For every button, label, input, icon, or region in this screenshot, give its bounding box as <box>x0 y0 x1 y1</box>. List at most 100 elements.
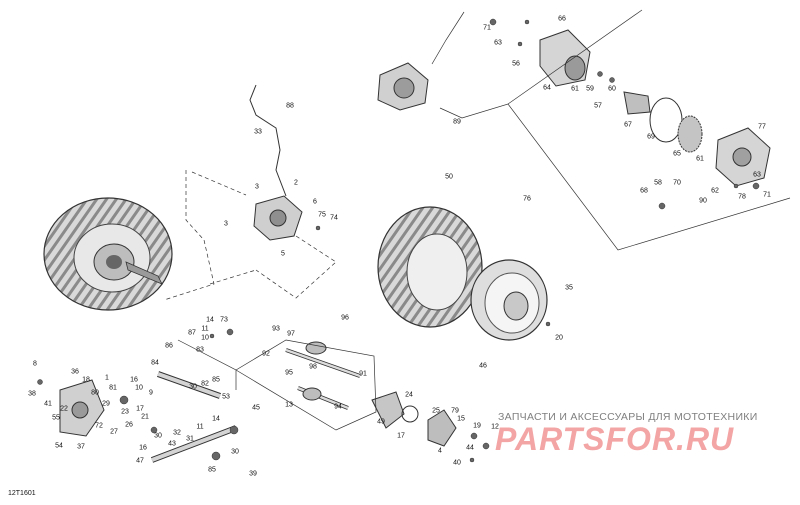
callout-73: 73 <box>220 316 228 324</box>
callout-79: 79 <box>451 407 459 415</box>
callout-27: 27 <box>110 428 118 436</box>
callout-10: 10 <box>135 384 143 392</box>
callout-41: 41 <box>44 400 52 408</box>
callout-9: 9 <box>149 389 153 397</box>
callout-90: 90 <box>699 197 707 205</box>
callout-33: 33 <box>254 128 262 136</box>
callout-14: 14 <box>212 415 220 423</box>
callout-18: 18 <box>82 376 90 384</box>
ring-gear <box>649 97 703 153</box>
figure-code: 12T1601 <box>8 490 36 497</box>
callout-70: 70 <box>673 179 681 187</box>
callout-22: 22 <box>60 405 68 413</box>
callout-59: 59 <box>586 85 594 93</box>
callout-96: 96 <box>341 314 349 322</box>
axle-assembly <box>156 371 222 399</box>
left-tire-assembly <box>43 197 173 311</box>
callout-71: 71 <box>763 191 771 199</box>
callout-23: 23 <box>121 408 129 416</box>
callout-56: 56 <box>512 60 520 68</box>
callout-24: 24 <box>405 391 413 399</box>
callout-6: 6 <box>313 198 317 206</box>
callout-77: 77 <box>758 123 766 131</box>
callout-83: 83 <box>196 346 204 354</box>
callout-63: 63 <box>753 171 761 179</box>
callout-25: 25 <box>432 407 440 415</box>
sensor-cable <box>249 84 287 197</box>
callout-21: 21 <box>141 413 149 421</box>
callout-53: 53 <box>222 393 230 401</box>
callout-92: 92 <box>262 350 270 358</box>
callout-11: 11 <box>196 423 204 431</box>
callout-65: 65 <box>673 150 681 158</box>
callout-35: 35 <box>565 284 573 292</box>
callout-3: 3 <box>255 183 259 191</box>
rim <box>470 259 548 341</box>
upper-drive-shaft <box>285 341 361 378</box>
callout-29: 29 <box>102 400 110 408</box>
callout-88: 88 <box>286 102 294 110</box>
callout-5: 5 <box>281 250 285 258</box>
callout-67: 67 <box>624 121 632 129</box>
callout-68: 68 <box>640 187 648 195</box>
callout-55: 55 <box>52 414 60 422</box>
callout-12: 12 <box>491 423 499 431</box>
callout-44: 44 <box>466 444 474 452</box>
callout-74: 74 <box>330 214 338 222</box>
callout-86: 86 <box>165 342 173 350</box>
callout-17: 17 <box>397 432 405 440</box>
center-tire <box>377 206 483 328</box>
callout-32: 32 <box>173 429 181 437</box>
callout-60: 60 <box>608 85 616 93</box>
callout-17: 17 <box>136 405 144 413</box>
callout-46: 46 <box>479 362 487 370</box>
callout-10: 10 <box>201 334 209 342</box>
callout-61: 61 <box>696 155 704 163</box>
callout-66: 66 <box>558 15 566 23</box>
diff-cover <box>715 127 771 187</box>
callout-3: 3 <box>224 220 228 228</box>
diff-housing <box>539 29 591 87</box>
callout-62: 62 <box>711 187 719 195</box>
callout-39: 39 <box>249 470 257 478</box>
callout-78: 78 <box>738 193 746 201</box>
hardware-bolts <box>37 18 760 463</box>
callout-8: 8 <box>33 360 37 368</box>
callout-45: 45 <box>252 404 260 412</box>
callout-94: 94 <box>334 403 342 411</box>
callout-72: 72 <box>95 422 103 430</box>
callout-63: 63 <box>494 39 502 47</box>
callout-61: 61 <box>571 85 579 93</box>
callout-69: 69 <box>647 133 655 141</box>
callout-15: 15 <box>457 415 465 423</box>
callout-98: 98 <box>309 363 317 371</box>
callout-76: 76 <box>523 195 531 203</box>
callout-11: 11 <box>201 325 209 333</box>
callout-82: 82 <box>201 380 209 388</box>
callout-75: 75 <box>318 211 326 219</box>
callout-30: 30 <box>231 448 239 456</box>
lower-axle <box>150 425 238 463</box>
callout-81: 81 <box>109 384 117 392</box>
callout-43: 43 <box>168 440 176 448</box>
watermark-brand: PARTSFOR.RU <box>495 421 735 457</box>
callout-2: 2 <box>294 179 298 187</box>
callout-4: 4 <box>438 447 442 455</box>
callout-36: 36 <box>71 368 79 376</box>
callout-84: 84 <box>151 359 159 367</box>
callout-91: 91 <box>359 370 367 378</box>
callout-19: 19 <box>473 422 481 430</box>
callout-14: 14 <box>206 316 214 324</box>
callout-49: 49 <box>377 418 385 426</box>
callout-16: 16 <box>130 376 138 384</box>
callout-58: 58 <box>654 179 662 187</box>
callout-89: 89 <box>453 118 461 126</box>
callout-16: 16 <box>139 444 147 452</box>
callout-97: 97 <box>287 330 295 338</box>
callout-85: 85 <box>208 466 216 474</box>
callout-1: 1 <box>105 374 109 382</box>
callout-80: 80 <box>91 389 99 397</box>
callout-26: 26 <box>125 421 133 429</box>
hub-knuckle <box>59 379 105 437</box>
